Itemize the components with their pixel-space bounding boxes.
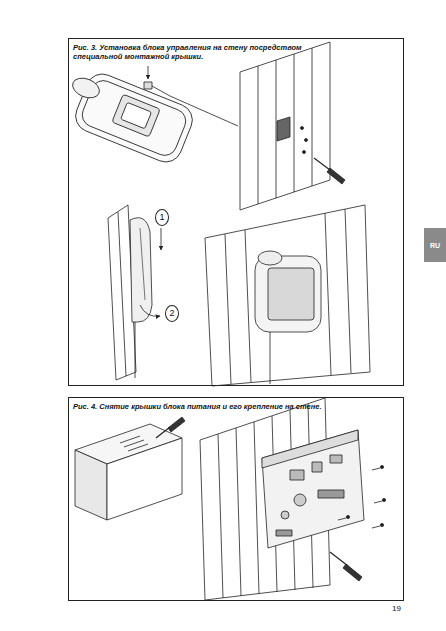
callout-text: 1	[159, 213, 164, 222]
figure-caption: Рис. 3. Установка блока управления на ст…	[73, 43, 323, 62]
figure-caption: Рис. 4. Снятие крышки блока питания и ег…	[73, 402, 323, 411]
callout-number: 2	[165, 305, 179, 322]
figure-frame: Рис. 4. Снятие крышки блока питания и ег…	[68, 397, 404, 601]
language-tab: RU	[424, 228, 446, 262]
wall-panel	[240, 42, 345, 210]
side-view	[108, 205, 161, 380]
mounted-unit	[205, 205, 370, 386]
language-code: RU	[430, 242, 440, 249]
power-supply-closed	[75, 417, 185, 520]
callout-text: 2	[169, 309, 174, 318]
callout-number: 1	[155, 209, 169, 226]
power-supply-open	[200, 398, 386, 600]
page-number: 19	[392, 604, 401, 613]
figure-frame: Рис. 3. Установка блока управления на ст…	[68, 38, 404, 386]
control-unit-rear	[70, 66, 238, 167]
